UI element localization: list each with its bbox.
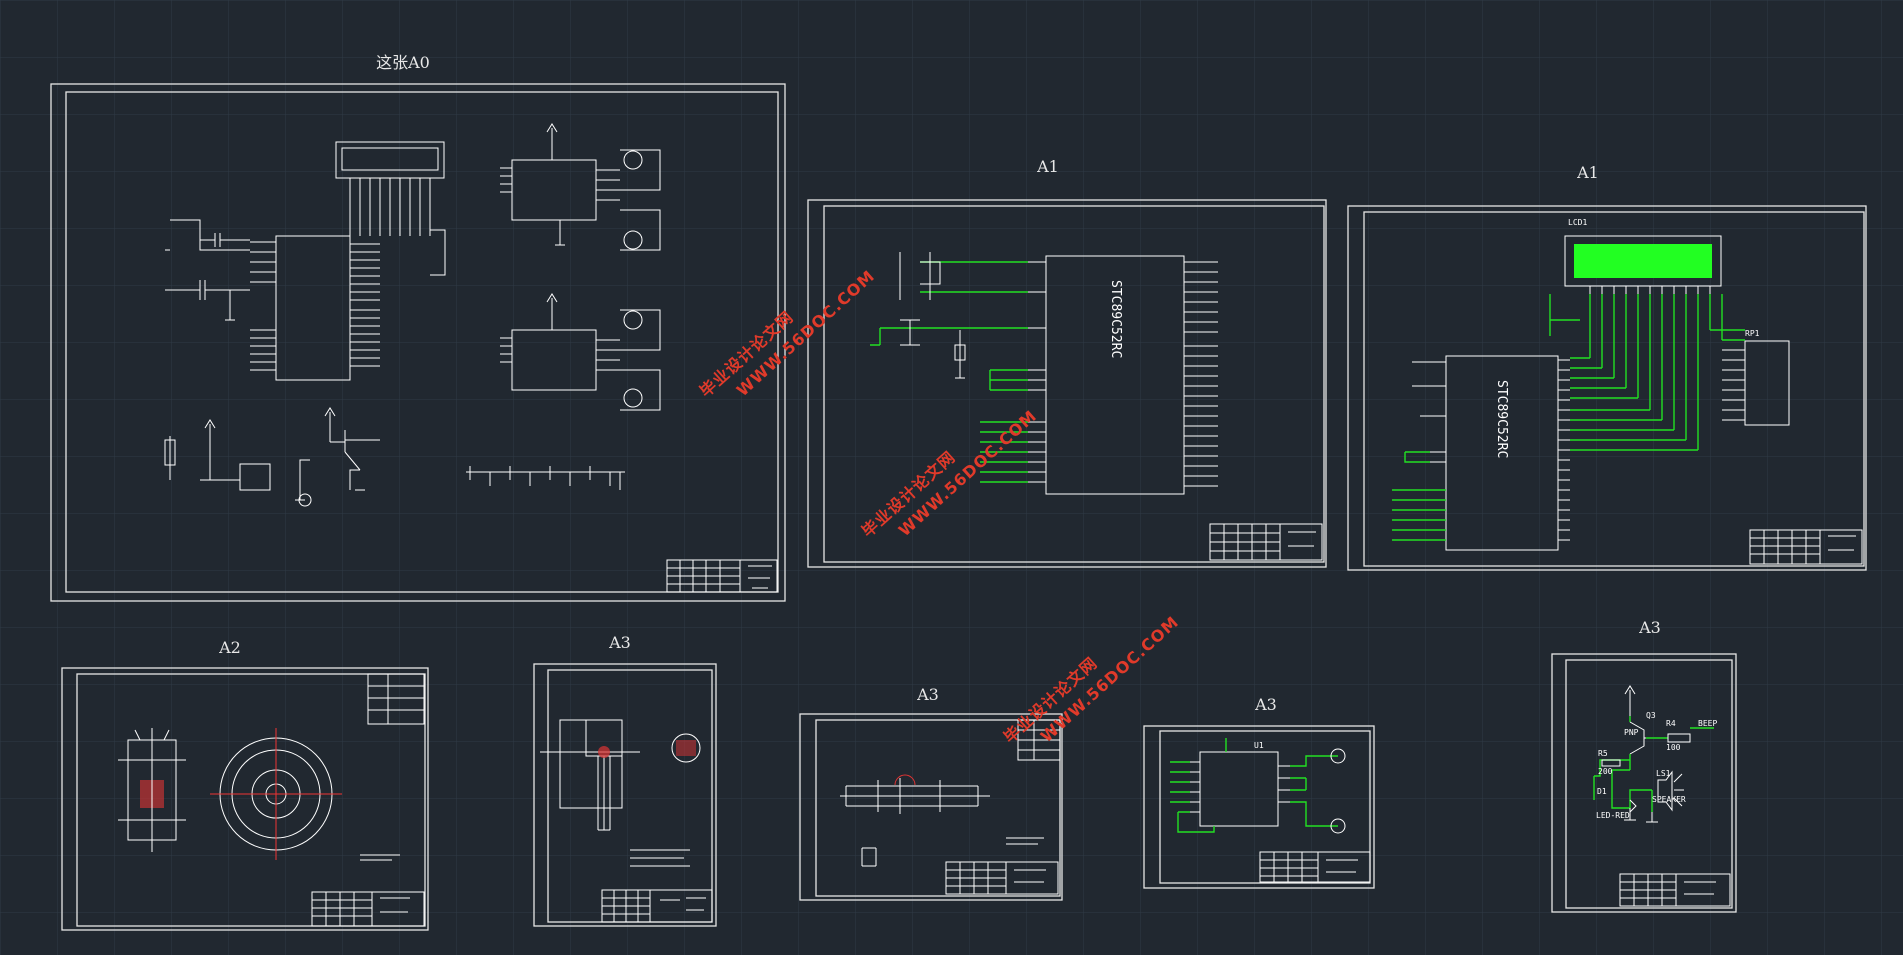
speaker-label: SPEAKER xyxy=(1652,795,1686,804)
notes xyxy=(630,849,690,867)
sheet-title-a1-left: A1 xyxy=(1036,157,1059,176)
motor-driver-2[interactable] xyxy=(500,293,661,411)
power-wires-green xyxy=(989,369,1028,391)
revision-table xyxy=(367,673,425,725)
beep-label: BEEP xyxy=(1698,719,1717,728)
driver-chip[interactable]: U1 xyxy=(1190,741,1290,827)
motor-driver-1[interactable] xyxy=(500,123,661,251)
shaft-long-drawing xyxy=(840,774,990,867)
title-block xyxy=(945,861,1059,895)
ls-label: LS1 xyxy=(1656,769,1671,778)
sheet-a2[interactable]: A2 xyxy=(61,638,429,931)
mcu-chip-right[interactable]: STC89C52RC xyxy=(1412,355,1570,551)
sheet-inner-border xyxy=(815,719,1061,897)
title-block xyxy=(666,559,778,593)
sheet-title-a3-long: A3 xyxy=(916,685,939,704)
notes xyxy=(360,854,400,861)
sheet-outer-border xyxy=(61,667,429,931)
resistor-pack xyxy=(1744,340,1790,426)
mcu-chip[interactable] xyxy=(250,235,380,381)
title-block xyxy=(1259,851,1371,883)
lcd-data-wires-green xyxy=(1589,294,1723,450)
motor-b xyxy=(1330,818,1346,834)
r5-label: R5 xyxy=(1598,749,1608,758)
resistor-pack xyxy=(430,229,446,276)
lcd-label: LCD1 xyxy=(1568,218,1587,227)
title-block xyxy=(1619,873,1731,907)
sheet-a1-right[interactable]: A1 LCD1 RP1 STC89C52RC xyxy=(1347,163,1867,571)
sheet-a0[interactable]: 这张A0 xyxy=(50,53,786,602)
sheet-inner-border xyxy=(65,91,779,593)
q-label: Q3 xyxy=(1646,711,1656,720)
clock-reset-circuit xyxy=(165,219,250,321)
sheet-title-a1-right: A1 xyxy=(1576,163,1599,182)
title-block xyxy=(1749,529,1863,565)
r4-label: R4 xyxy=(1666,719,1676,728)
mcu-label: STC89C52RC xyxy=(1494,380,1509,458)
clock-wires-green xyxy=(870,261,1028,346)
buzzer-circuit-a0 xyxy=(295,407,380,501)
mcu-chip-left[interactable]: STC89C52RC xyxy=(1028,255,1218,495)
buzzer-schematic[interactable]: Q3 PNP R4 100 BEEP R5 200 LS1 SPEAKER D1… xyxy=(1593,685,1717,823)
sheet-outer-border xyxy=(50,83,786,602)
sheet-title-a0: 这张A0 xyxy=(376,53,430,72)
contrast-wire-green xyxy=(1549,294,1580,336)
pulley-section-view xyxy=(118,728,186,852)
d-label: D1 xyxy=(1597,787,1607,796)
sheet-outer-border xyxy=(799,713,1063,901)
revision-table-lines xyxy=(1018,720,1060,760)
mcu-label: STC89C52RC xyxy=(1108,280,1123,358)
port-wires-green xyxy=(1392,489,1446,541)
revision-table-lines xyxy=(368,674,424,724)
sheet-title-a3-driver: A3 xyxy=(1254,695,1277,714)
r4-value: 100 xyxy=(1666,743,1681,752)
sheet-outer-border xyxy=(807,199,1327,568)
sheet-inner-border xyxy=(1159,730,1371,884)
bus-wires-green xyxy=(1570,329,1745,451)
lcd-module[interactable] xyxy=(335,141,445,236)
led-label: LED-RED xyxy=(1596,811,1630,820)
sheet-inner-border xyxy=(1363,211,1865,567)
rp-pins xyxy=(1722,349,1745,421)
motor-a xyxy=(1330,748,1346,764)
port-wires-green xyxy=(980,421,1028,483)
sensor-module xyxy=(164,419,271,491)
sheet-inner-border xyxy=(1565,659,1733,909)
sheet-a3-long[interactable]: A3 xyxy=(799,685,1063,901)
rp-label: RP1 xyxy=(1745,329,1760,338)
sheet-a3-shaft[interactable]: A3 xyxy=(533,633,717,927)
pulley-front-view xyxy=(210,728,342,860)
sheet-inner-border xyxy=(76,673,426,927)
sheet-a3-driver[interactable]: A3 U1 xyxy=(1143,695,1375,889)
sheet-title-a2: A2 xyxy=(218,638,241,657)
title-block xyxy=(311,891,425,927)
title-block xyxy=(1209,523,1323,561)
title-block xyxy=(601,889,713,923)
crystal-reset-components xyxy=(899,252,966,379)
driver-label: U1 xyxy=(1254,741,1264,750)
sheet-title-a3-buzzer: A3 xyxy=(1638,618,1661,637)
notes xyxy=(1006,837,1044,845)
led-indicator xyxy=(298,493,312,507)
sheet-inner-border xyxy=(823,205,1325,563)
pnp-label: PNP xyxy=(1624,728,1639,737)
r5-value: 200 xyxy=(1598,767,1613,776)
sheet-outer-border xyxy=(1143,725,1375,889)
sheet-outer-border xyxy=(1551,653,1737,913)
driver-output-wires-green xyxy=(1225,738,1338,827)
lcd-display[interactable] xyxy=(1564,235,1722,294)
sheet-outer-border xyxy=(1347,205,1867,571)
sheet-a1-left[interactable]: A1 STC89C52RC xyxy=(807,157,1327,568)
sheet-outer-border xyxy=(533,663,717,927)
sheet-title-a3-shaft: A3 xyxy=(608,633,631,652)
lcd-screen xyxy=(1574,244,1712,278)
power-wires-green xyxy=(1404,451,1430,463)
shaft-drawing xyxy=(540,719,701,831)
key-switches xyxy=(466,466,625,490)
driver-input-wires-green xyxy=(1170,761,1215,833)
sheet-a3-buzzer[interactable]: A3 Q3 PNP R4 100 BEEP R5 200 LS1 SPEAKER… xyxy=(1551,618,1737,913)
